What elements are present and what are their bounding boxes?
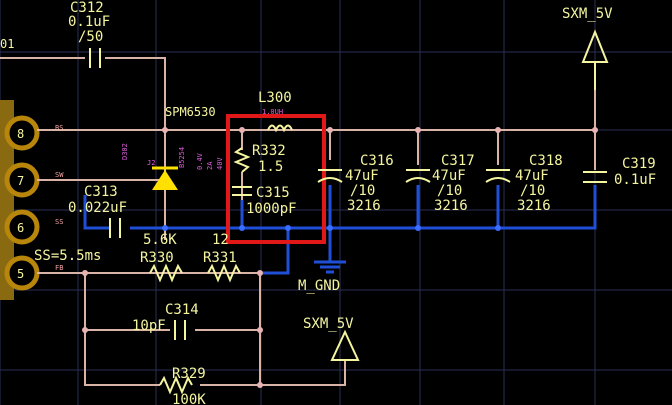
ss-note: SS=5.5ms [34,248,101,264]
pin-8-number: 8 [17,127,24,141]
pin-8-net: BS [55,124,63,132]
power-label-top: SXM_5V [562,6,613,22]
inductor-l300: L300 1.0UH [258,90,293,133]
pin-5-net: FB [55,264,63,272]
c318-value: 47uF [515,168,549,184]
c314-ref: C314 [165,302,199,318]
capacitor-c314: C314 10pF [132,302,199,340]
c316-ref: C316 [360,153,394,169]
power-symbol-bottom: SXM_5V [303,316,360,361]
connector: 8 BS 7 SW 6 SS 5 FB [0,100,64,300]
diode-note-3: 40V [216,157,224,170]
diode-note-2: 2A [206,161,214,170]
resistor-r329: R329 100K [159,366,206,405]
c319-value: 0.1uF [614,172,656,188]
c312-rating: /50 [78,29,103,45]
d302-tag: J2 [147,159,155,167]
r330-ref: R330 [140,250,174,266]
r331-ref: R331 [203,250,237,266]
c316-size: 3216 [347,198,381,214]
r329-value: 100K [172,392,206,405]
l300-ref: L300 [258,90,292,106]
capacitor-c315: C315 1000pF [232,185,297,217]
chip-partial-label: SPM6530 [165,105,216,119]
c317-size: 3216 [434,198,468,214]
junction-nodes [82,127,598,388]
power-symbol-top: SXM_5V [562,6,613,90]
r330-value: 5.6K [143,232,177,248]
left-partial-label: 01 [0,37,14,51]
c313-value: 0.022uF [68,200,127,216]
c312-value: 0.1uF [68,14,110,30]
pin-7-net: SW [55,171,64,179]
pin-6: 6 SS [4,209,63,245]
c317-ref: C317 [441,153,475,169]
connector-body [0,100,14,300]
d302-ref: D302 [121,143,129,160]
capacitor-c312: C312 0.1uF /50 [68,0,110,68]
pin-8: 8 BS [4,115,63,151]
pin-7-number: 7 [17,174,24,188]
capacitor-c313: C313 0.022uF [68,184,127,238]
r332-value: 1.5 [258,159,283,175]
c315-value: 1000pF [246,201,297,217]
diode-note-1: 0.4V [196,152,204,170]
pin-6-net: SS [55,218,63,226]
capacitor-c318: C318 47uF /10 3216 [485,153,563,214]
d302-part: B5254 [178,147,186,168]
ground-label: M_GND [298,278,340,294]
c317-rating: /10 [437,183,462,199]
l300-value: 1.0UH [262,108,283,116]
c314-value: 10pF [132,318,166,334]
c318-rating: /10 [520,183,545,199]
resistor-r331: 12 R331 [203,232,241,283]
r332-ref: R332 [252,143,286,159]
c315-ref: C315 [256,185,290,201]
capacitor-c319: C319 0.1uF [583,156,656,188]
c316-rating: /10 [350,183,375,199]
c318-size: 3216 [517,198,551,214]
c312-ref: C312 [70,0,104,16]
resistor-r330: 5.6K R330 [140,232,183,283]
diode-d302: D302 B5254 J2 0.4V 2A 40V [121,143,224,190]
signal-wires [0,57,596,386]
c316-value: 47uF [345,168,379,184]
r331-value: 12 [212,232,229,248]
capacitor-c316: C316 47uF /10 3216 [317,153,394,214]
power-label-bottom: SXM_5V [303,316,354,332]
pin-5-number: 5 [17,267,24,281]
c317-value: 47uF [432,168,466,184]
ground-symbol: M_GND [298,260,346,294]
resistor-r332: R332 1.5 [233,143,286,175]
r329-ref: R329 [172,366,206,382]
c313-ref: C313 [84,184,118,200]
capacitor-c317: C317 47uF /10 3216 [405,153,475,214]
pin-6-number: 6 [17,221,24,235]
c319-ref: C319 [622,156,656,172]
c318-ref: C318 [529,153,563,169]
